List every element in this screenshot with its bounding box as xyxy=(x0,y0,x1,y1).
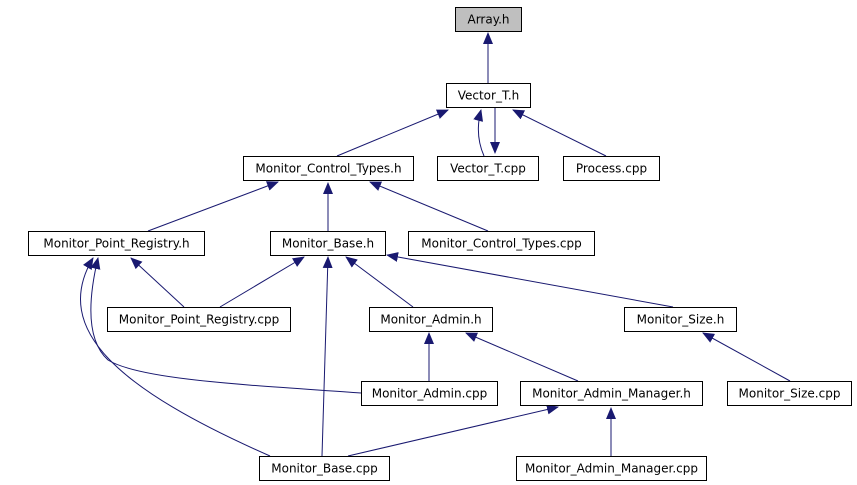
node-label: Monitor_Admin.cpp xyxy=(372,387,488,401)
node-box xyxy=(563,156,660,181)
node-box xyxy=(446,83,531,108)
node-box xyxy=(270,231,386,256)
node-box xyxy=(259,456,390,481)
node-monitor-control-types-h[interactable]: Monitor_Control_Types.h xyxy=(243,156,414,181)
edge-monitor-control-types-cpp-to-monitor-control-types-h xyxy=(369,181,489,232)
edge-monitor-point-registry-cpp-to-monitor-base-h xyxy=(219,256,305,308)
edge-monitor-admin-h-to-monitor-base-h xyxy=(345,256,414,308)
node-array-h[interactable]: Array.h xyxy=(455,7,522,32)
node-label: Array.h xyxy=(467,13,509,27)
edges-layer xyxy=(80,32,791,457)
edge-monitor-size-cpp-to-monitor-size-h xyxy=(702,332,791,382)
node-label: Monitor_Admin.h xyxy=(380,313,481,327)
node-box xyxy=(520,381,703,406)
node-label: Monitor_Size.cpp xyxy=(739,387,841,401)
edge-monitor-base-cpp-to-monitor-admin-manager-h xyxy=(347,404,559,457)
node-monitor-base-h[interactable]: Monitor_Base.h xyxy=(270,231,386,256)
node-label: Monitor_Point_Registry.cpp xyxy=(119,313,279,327)
node-box xyxy=(361,381,498,406)
node-box xyxy=(107,307,291,332)
node-monitor-admin-manager-cpp[interactable]: Monitor_Admin_Manager.cpp xyxy=(516,456,707,481)
node-vector-t-h[interactable]: Vector_T.h xyxy=(446,83,531,108)
node-box xyxy=(437,156,539,181)
node-monitor-point-registry-cpp[interactable]: Monitor_Point_Registry.cpp xyxy=(107,307,291,332)
node-label: Vector_T.cpp xyxy=(450,162,526,176)
node-label: Monitor_Admin_Manager.cpp xyxy=(525,462,698,476)
node-label: Monitor_Admin_Manager.h xyxy=(532,387,691,401)
node-monitor-base-cpp[interactable]: Monitor_Base.cpp xyxy=(259,456,390,481)
nodes-layer: Array.hVector_T.hMonitor_Control_Types.h… xyxy=(28,7,852,481)
edge-monitor-size-h-to-monitor-base-h xyxy=(386,252,674,308)
node-box xyxy=(369,307,493,332)
node-box xyxy=(408,231,595,256)
node-process-cpp[interactable]: Process.cpp xyxy=(563,156,660,181)
node-box xyxy=(243,156,414,181)
node-box xyxy=(455,7,522,32)
node-label: Process.cpp xyxy=(576,162,647,176)
node-monitor-control-types-cpp[interactable]: Monitor_Control_Types.cpp xyxy=(408,231,595,256)
node-monitor-point-registry-h[interactable]: Monitor_Point_Registry.h xyxy=(28,231,205,256)
node-label: Monitor_Control_Types.h xyxy=(255,162,401,176)
edge-monitor-base-cpp-to-monitor-point-registry-h xyxy=(80,257,271,457)
edge-monitor-control-types-h-to-vector-t-h xyxy=(336,109,449,157)
node-vector-t-cpp[interactable]: Vector_T.cpp xyxy=(437,156,539,181)
edge-vector-t-cpp-to-vector-t-h xyxy=(473,109,485,157)
node-monitor-size-cpp[interactable]: Monitor_Size.cpp xyxy=(727,381,852,406)
node-label: Monitor_Base.h xyxy=(282,237,374,251)
edge-monitor-base-cpp-to-monitor-base-h xyxy=(321,256,333,457)
edge-monitor-admin-manager-h-to-monitor-admin-h xyxy=(465,332,579,382)
node-box xyxy=(624,307,737,332)
edge-monitor-point-registry-cpp-to-monitor-point-registry-h xyxy=(130,257,185,308)
node-monitor-admin-h[interactable]: Monitor_Admin.h xyxy=(369,307,493,332)
node-label: Monitor_Base.cpp xyxy=(271,462,377,476)
node-box xyxy=(727,381,852,406)
node-monitor-size-h[interactable]: Monitor_Size.h xyxy=(624,307,737,332)
node-label: Vector_T.h xyxy=(458,89,520,103)
node-label: Monitor_Control_Types.cpp xyxy=(421,237,581,251)
edge-process-cpp-to-vector-t-h xyxy=(512,109,607,157)
node-label: Monitor_Size.h xyxy=(637,313,725,327)
node-box xyxy=(516,456,707,481)
edge-monitor-point-registry-h-to-monitor-control-types-h xyxy=(147,181,279,232)
node-monitor-admin-manager-h[interactable]: Monitor_Admin_Manager.h xyxy=(520,381,703,406)
edge-monitor-admin-cpp-to-monitor-point-registry-h xyxy=(90,257,362,394)
node-box xyxy=(28,231,205,256)
node-monitor-admin-cpp[interactable]: Monitor_Admin.cpp xyxy=(361,381,498,406)
node-label: Monitor_Point_Registry.h xyxy=(43,237,189,251)
